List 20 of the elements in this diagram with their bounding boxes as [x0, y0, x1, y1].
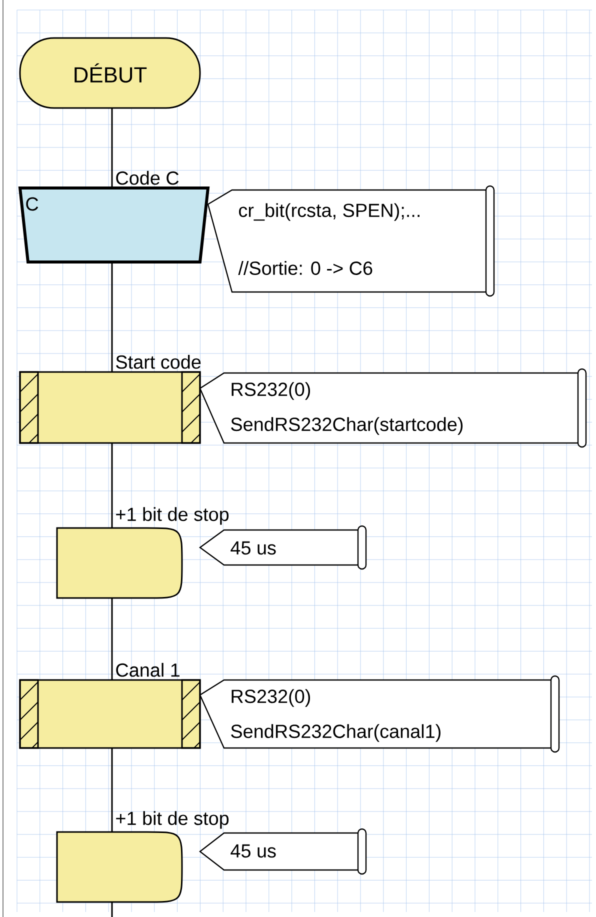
- comment-callout: RS232(0) SendRS232Char(startcode): [199, 368, 587, 448]
- node-label: Start code: [116, 354, 201, 369]
- macro-box: Start code: [19, 354, 201, 444]
- connector-line: [111, 748, 113, 832]
- node-label: Code C: [116, 170, 179, 185]
- macro-box: Canal 1: [19, 662, 201, 749]
- connector-line: [111, 108, 113, 188]
- node-label: Canal 1: [116, 662, 180, 677]
- terminal-box: DÉBUT: [19, 37, 201, 109]
- connector-line: [111, 443, 113, 528]
- connector-line: [111, 262, 113, 372]
- comment-callout: RS232(0) SendRS232Char(canal1): [199, 675, 560, 753]
- node-label: RS232(0): [232, 382, 310, 400]
- node-label: +1 bit de stop: [116, 507, 229, 525]
- comment-callout: cr_bit(rcsta, SPEN);... //Sortie: 0 -> C6: [207, 185, 495, 297]
- connector-line: [111, 902, 113, 917]
- connector-line: [111, 598, 113, 680]
- node-label: SendRS232Char(startcode): [231, 417, 463, 435]
- node-label: +1 bit de stop: [116, 811, 229, 829]
- comment-callout: 45 us: [199, 828, 367, 875]
